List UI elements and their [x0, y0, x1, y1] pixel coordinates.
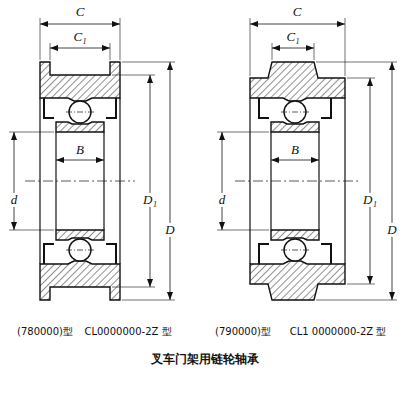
dimension-label: d — [218, 193, 227, 207]
dimension-line — [250, 24, 345, 25]
extension-line — [316, 300, 397, 301]
dimension-label: D — [164, 223, 175, 237]
shield — [321, 244, 331, 264]
extension-line — [314, 43, 315, 60]
shield — [321, 98, 331, 118]
extension-line — [250, 18, 251, 76]
dimension-line — [40, 24, 120, 25]
dimension-lines — [9, 18, 397, 300]
extension-line — [272, 43, 273, 60]
dimension-label: D₁ — [142, 193, 158, 207]
dimension-line — [222, 132, 223, 230]
extension-line — [120, 18, 121, 60]
type-label: (790000)型 — [214, 326, 272, 337]
axis-centerline — [235, 181, 360, 182]
dimension-line — [170, 62, 171, 300]
ball-centerline — [281, 112, 309, 113]
extension-line — [217, 230, 269, 231]
type-label: CL0000000-2Z 型 — [83, 326, 172, 337]
dimension-line — [50, 48, 110, 49]
extension-line — [122, 300, 175, 301]
type-label: (780000)型 — [16, 326, 74, 337]
extension-line — [40, 18, 41, 60]
dimension-label: D — [386, 223, 397, 237]
figure-caption: 叉车门架用链轮轴承 — [150, 353, 260, 366]
extension-line — [110, 43, 111, 60]
extension-line — [9, 132, 54, 133]
ball-centerline — [66, 250, 94, 251]
outer-ring — [40, 261, 120, 300]
dimension-line — [271, 160, 319, 161]
bore-edge — [318, 132, 319, 230]
shield — [44, 98, 54, 118]
extension-line — [50, 43, 51, 60]
dimension-line — [370, 78, 371, 284]
dimension-label: C₁ — [285, 30, 300, 44]
ball-centerline — [281, 250, 309, 251]
dimension-label: C₁ — [72, 30, 87, 44]
extension-line — [347, 78, 375, 79]
extension-line — [112, 287, 155, 288]
dimension-label: C — [75, 5, 86, 19]
dimension-line — [150, 75, 151, 287]
shield — [106, 244, 116, 264]
shield — [259, 244, 269, 264]
dimension-label: B — [290, 143, 300, 157]
dimension-line — [56, 160, 104, 161]
shield — [106, 98, 116, 118]
outer-ring — [250, 62, 345, 101]
outer-ring — [250, 261, 345, 300]
extension-line — [316, 62, 397, 63]
dimension-label: B — [75, 143, 85, 157]
dimension-line — [272, 48, 314, 49]
outer-ring — [40, 62, 120, 101]
type-label: CL1 0000000-2Z 型 — [289, 326, 388, 337]
dimension-label: D₁ — [362, 193, 378, 207]
extension-line — [9, 230, 54, 231]
dimension-line — [392, 62, 393, 300]
dimension-label: d — [10, 193, 19, 207]
extension-line — [345, 18, 346, 76]
shield — [44, 244, 54, 264]
extension-line — [347, 284, 375, 285]
ball-centerline — [66, 112, 94, 113]
dimension-line — [14, 132, 15, 230]
extension-line — [112, 75, 155, 76]
axis-centerline — [25, 181, 135, 182]
extension-line — [217, 132, 269, 133]
bearing-sections — [25, 62, 360, 300]
dimension-label: C — [292, 5, 303, 19]
shield — [259, 98, 269, 118]
extension-line — [122, 62, 175, 63]
